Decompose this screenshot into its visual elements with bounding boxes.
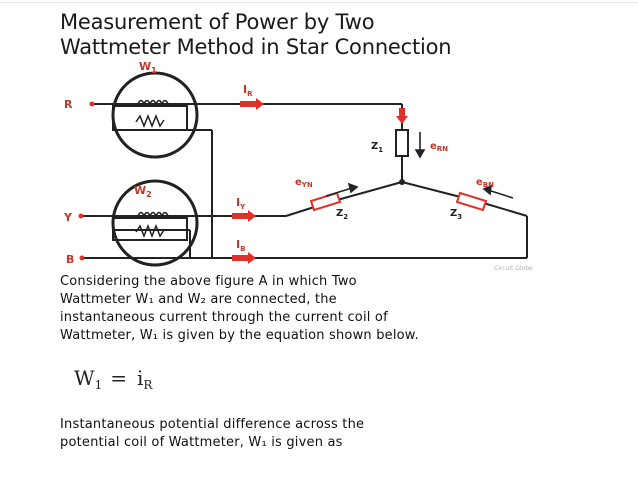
w1-potential-coil — [135, 113, 165, 129]
w2-current-coil — [137, 211, 169, 219]
voltage-arrow-eyn — [325, 182, 359, 197]
label-eyn: eYN — [295, 177, 313, 189]
wattmeter-w2-circle — [111, 179, 199, 267]
label-z3: Z3 — [450, 208, 462, 221]
title-line-1: Measurement of Power by Two — [60, 10, 375, 34]
terminal-y-dot — [78, 213, 84, 219]
potential-coil-wires — [112, 120, 213, 258]
paragraph-1: Considering the above figure A in which … — [60, 273, 419, 345]
label-w1: W1 — [139, 60, 157, 75]
w1-potential-coil-box — [112, 105, 188, 131]
w1-current-coil — [137, 99, 169, 107]
current-arrow-ir — [240, 98, 264, 110]
label-ib: IB — [236, 238, 245, 253]
equation-rhs-sub: R — [143, 378, 153, 392]
label-ern: eRN — [430, 141, 448, 153]
paragraph-2: Instantaneous potential difference acros… — [60, 416, 364, 452]
phase-r-line — [92, 103, 403, 182]
label-ebn: eBN — [476, 177, 494, 189]
equation-rhs: i — [136, 366, 144, 390]
equation-lhs-sub: 1 — [94, 378, 103, 392]
wattmeter-w1-circle — [111, 71, 199, 159]
phase-label-y: Y — [63, 211, 73, 224]
impedance-z3 — [455, 191, 488, 212]
voltage-arrow-ebn — [482, 184, 514, 199]
phase-b-line — [82, 181, 528, 259]
paragraph-1-line-4: Wattmeter, W₁ is given by the equation s… — [60, 328, 419, 343]
title-line-2: Wattmeter Method in Star Connection — [60, 35, 452, 59]
label-z1: Z1 — [371, 141, 383, 154]
current-arrow-ib — [232, 252, 256, 264]
label-z2: Z2 — [336, 208, 348, 221]
current-arrow-iy — [232, 210, 256, 222]
current-arrow-z1 — [396, 108, 408, 124]
impedance-z1 — [395, 129, 409, 157]
phase-label-b: B — [66, 253, 74, 266]
paragraph-2-line-1: Instantaneous potential difference acros… — [60, 417, 365, 432]
paragraph-1-line-1: Considering the above figure A in which … — [60, 274, 357, 289]
voltage-arrow-ern — [414, 132, 426, 159]
paragraph-1-line-2: Wattmeter W₁ and W₂ are connected, the — [60, 292, 337, 307]
terminal-r-dot — [89, 101, 95, 107]
paragraph-2-line-2: potential coil of Wattmeter, W₁ is given… — [60, 435, 343, 450]
equation-sign: = — [110, 366, 127, 390]
top-divider — [0, 2, 638, 3]
paragraph-1-line-3: instantaneous current through the curren… — [60, 310, 388, 325]
w2-potential-coil-box — [112, 217, 188, 241]
image-credit: Circuit Globe — [494, 265, 533, 272]
terminal-b-dot — [79, 255, 85, 261]
page-title: Measurement of Power by Two Wattmeter Me… — [60, 10, 452, 60]
phase-label-r: R — [64, 98, 73, 111]
equation-lhs: W — [74, 366, 95, 390]
w2-potential-coil — [135, 223, 165, 239]
neutral-point — [399, 179, 405, 185]
label-iy: IY — [236, 196, 246, 211]
label-w2: W2 — [134, 184, 152, 199]
label-ir: IR — [243, 83, 253, 98]
equation: W1 = iR — [74, 366, 152, 392]
